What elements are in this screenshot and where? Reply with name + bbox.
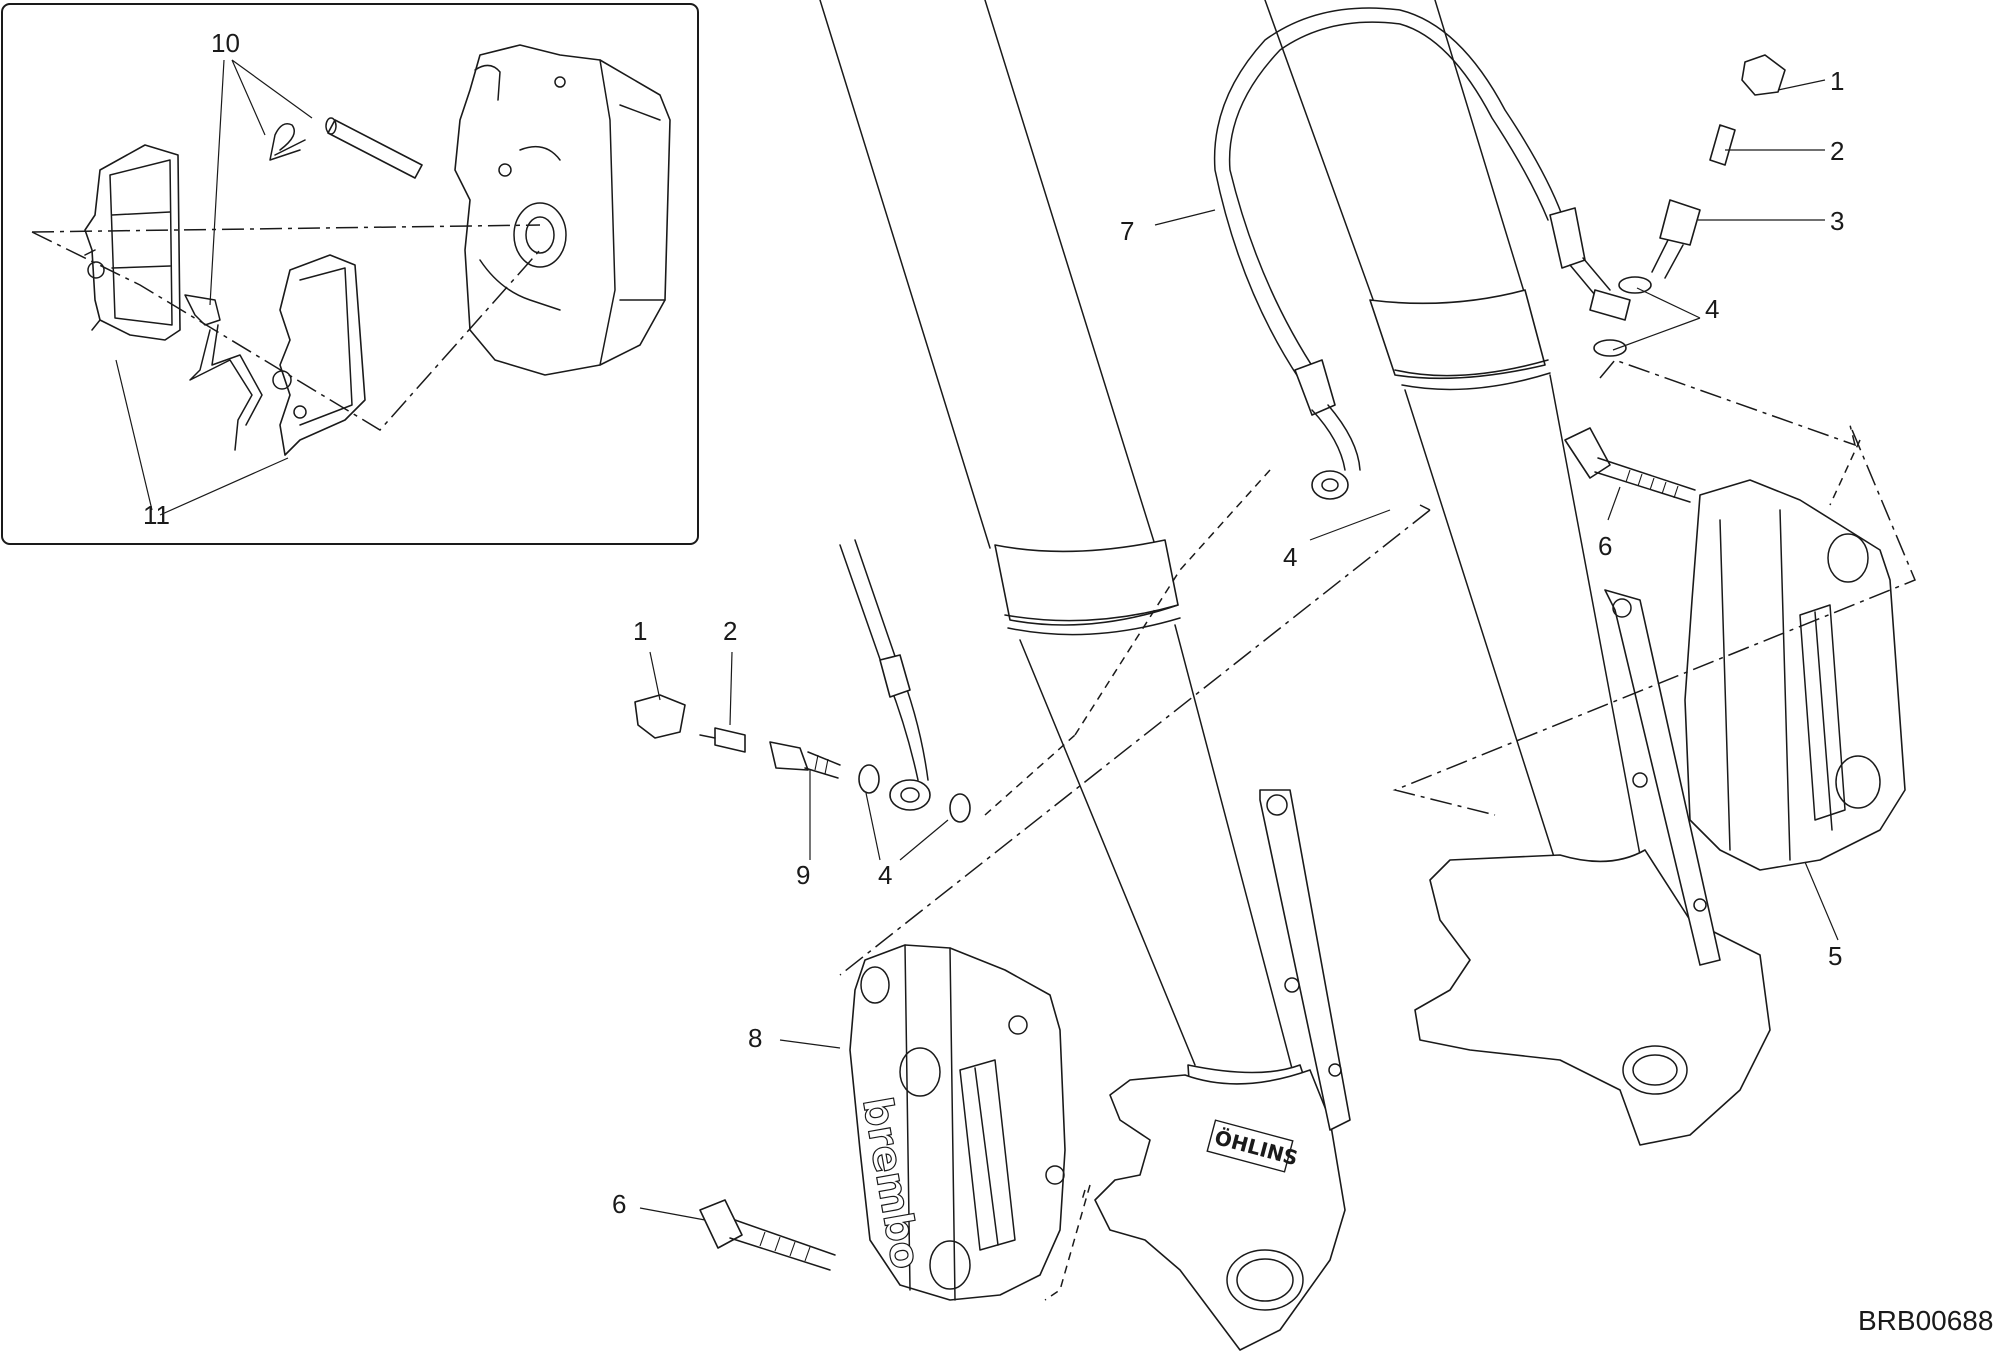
right-bleed-parts	[1593, 54, 1786, 357]
inset-brake-pad-front	[272, 254, 366, 456]
label-left-4: 4	[878, 860, 892, 890]
label-left-1: 1	[633, 616, 647, 646]
caliper-left: brembo	[849, 944, 1066, 1301]
label-right-6: 6	[1598, 531, 1612, 561]
brake-hose	[1213, 7, 1631, 500]
leader-lines	[639, 79, 1839, 1221]
label-right-2: 2	[1830, 136, 1844, 166]
label-right-4b: 4	[1283, 542, 1297, 572]
fork-brand-plate	[1206, 1119, 1294, 1173]
banjo-fitting-left	[889, 779, 931, 811]
label-right-5: 5	[1828, 941, 1842, 971]
fork-left	[819, 0, 1311, 1104]
label-left-6: 6	[612, 1189, 626, 1219]
washer-left-a	[858, 764, 880, 794]
washer-right-b	[1593, 339, 1627, 357]
bleed-valve-left	[714, 727, 746, 753]
inset-label-11: 11	[143, 500, 170, 530]
label-right-4a: 4	[1705, 294, 1719, 324]
caliper-bolt-left	[699, 1199, 836, 1271]
diagram-code: BRB00688	[1858, 1305, 1993, 1336]
caliper-bolt-right	[1564, 427, 1696, 503]
banjo-bolt-left	[769, 741, 809, 771]
inset-pad-pin	[269, 117, 423, 179]
label-left-9: 9	[796, 860, 810, 890]
label-left-8: 8	[748, 1023, 762, 1053]
bleed-valve-right	[1709, 124, 1736, 166]
inset-label-10: 10	[211, 28, 240, 58]
bleed-cap-right	[1741, 54, 1786, 96]
inset-caliper	[454, 44, 671, 376]
washer-left-b	[949, 793, 971, 823]
inset-brake-pad-back	[84, 144, 181, 341]
fork-foot-right	[1414, 589, 1771, 1146]
washer-right-a	[1618, 276, 1652, 294]
label-left-2: 2	[723, 616, 737, 646]
inset-panel: 10 11	[1, 3, 699, 545]
banjo-bolt-right	[1659, 199, 1701, 246]
bleed-cap-left	[634, 694, 686, 739]
left-bleed-parts	[634, 539, 971, 823]
fork-foot-left: ÖHLINS	[1094, 789, 1351, 1351]
label-right-3: 3	[1830, 206, 1844, 236]
caliper-right	[1684, 479, 1906, 871]
label-right-7: 7	[1120, 216, 1134, 246]
label-right-1: 1	[1830, 66, 1844, 96]
fork-right	[1264, 0, 1641, 861]
